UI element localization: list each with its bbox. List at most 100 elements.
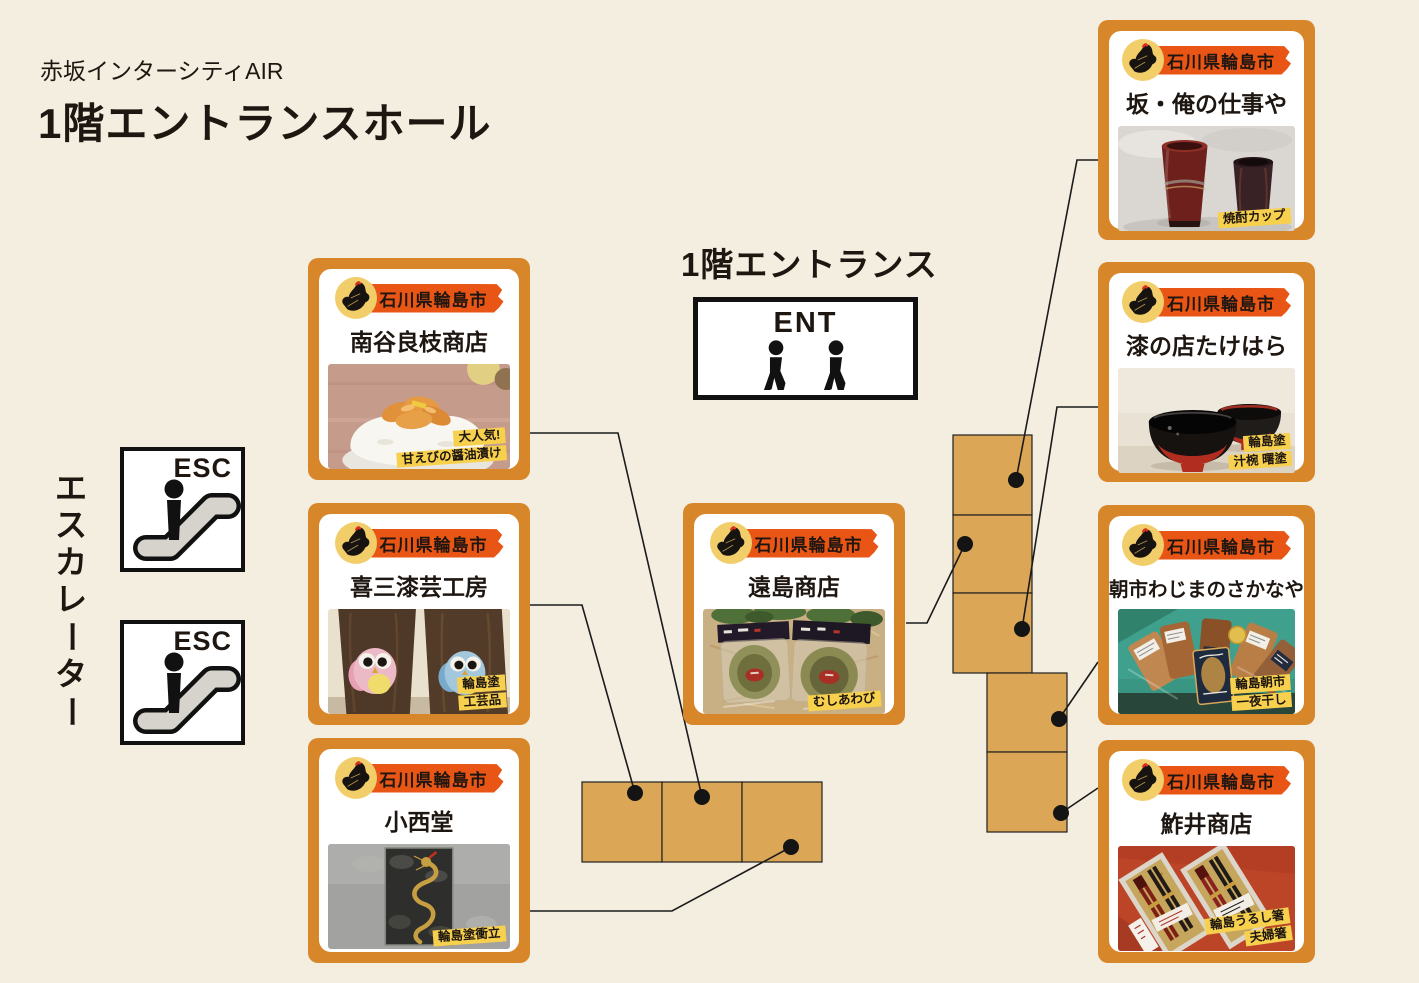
walking-person-icon xyxy=(763,340,785,390)
connector-line xyxy=(530,846,792,912)
ishikawa-map-icon xyxy=(1122,759,1164,801)
entrance-label: 1階エントランス xyxy=(681,246,938,283)
shop-name: 小西堂 xyxy=(384,809,454,835)
vendor-card-body: 石川県輪島市 鮓井商店 xyxy=(1109,751,1304,952)
vendor-card-konishido: 石川県輪島市 小西堂 xyxy=(308,738,530,963)
connector-line xyxy=(1021,406,1098,630)
vendor-card-body: 石川県輪島市 坂・俺の仕事や xyxy=(1109,31,1304,231)
region-badge-label: 石川県輪島市 xyxy=(367,283,504,313)
vendor-card-body: 石川県輪島市 遠島商店 xyxy=(694,514,894,714)
shop-name: 漆の店たけはら xyxy=(1126,333,1287,359)
photo-steamed-abalone xyxy=(703,609,885,714)
product-tag: 輪島塗 xyxy=(457,674,506,694)
region-badge: 石川県輪島市 xyxy=(1122,39,1291,81)
ishikawa-map-icon xyxy=(334,757,377,799)
region-badge: 石川県輪島市 xyxy=(334,277,504,319)
product-photo: むしあわび xyxy=(703,609,885,714)
vendor-card-body: 石川県輪島市 小西堂 xyxy=(319,749,519,952)
entrance-sign: ENT xyxy=(773,307,838,339)
vendor-card-body: 石川県輪島市 南谷良枝商店 xyxy=(319,269,519,469)
booth-square xyxy=(986,751,1068,833)
vendor-card-tojima: 石川県輪島市 遠島商店 xyxy=(683,503,905,725)
connector-line xyxy=(1015,159,1098,481)
escalator-sign: ESC xyxy=(173,626,232,656)
connector-dot xyxy=(694,789,710,805)
connector-lines xyxy=(530,159,1099,912)
photo-chopstick-sets xyxy=(1118,846,1295,951)
region-badge-label: 石川県輪島市 xyxy=(1155,45,1291,75)
connector-line xyxy=(530,604,636,794)
ishikawa-map-icon xyxy=(1122,281,1164,323)
walking-person-icon xyxy=(823,340,845,390)
region-badge-label: 石川県輪島市 xyxy=(1155,287,1291,317)
product-photo: 輪島塗 汁椀 曙塗 xyxy=(1118,368,1295,473)
region-badge-label: 石川県輪島市 xyxy=(1155,765,1291,795)
connector-line xyxy=(906,543,966,624)
region-badge-label: 石川県輪島市 xyxy=(367,528,504,558)
region-badge: 石川県輪島市 xyxy=(709,522,879,564)
ishikawa-map-icon xyxy=(1122,524,1164,566)
product-photo: 大人気! 甘えびの醤油漬け xyxy=(328,364,510,469)
shop-name: 鮓井商店 xyxy=(1160,811,1253,837)
escalator-box: ESC xyxy=(120,447,245,572)
booth-square xyxy=(581,781,663,863)
product-tag: 輪島塗 xyxy=(1242,432,1291,452)
ishikawa-map-icon xyxy=(709,522,752,564)
product-tags: 輪島塗 工芸品 xyxy=(457,674,508,711)
ishikawa-map-icon xyxy=(334,522,377,564)
region-badge-label: 石川県輪島市 xyxy=(367,763,504,793)
region-badge: 石川県輪島市 xyxy=(1122,759,1291,801)
region-badge-label: 石川県輪島市 xyxy=(742,528,879,558)
booth-squares xyxy=(581,434,1068,863)
product-photo: 輪島塗衝立 xyxy=(328,844,510,949)
region-badge: 石川県輪島市 xyxy=(1122,524,1291,566)
vendor-card-minamitani: 石川県輪島市 南谷良枝商店 xyxy=(308,258,530,480)
vendor-card-kisan: 石川県輪島市 喜三漆芸工房 xyxy=(308,503,530,725)
vendor-card-asaichi: 石川県輪島市 朝市わじまのさかなや xyxy=(1098,505,1315,725)
product-tags: 輪島朝市 一夜干し xyxy=(1229,673,1293,712)
product-photo: 輪島うるし箸 夫婦箸 xyxy=(1118,846,1295,951)
entrance-people xyxy=(759,340,853,390)
region-badge: 石川県輪島市 xyxy=(1122,281,1291,323)
shop-name: 喜三漆芸工房 xyxy=(350,574,488,600)
region-badge: 石川県輪島市 xyxy=(334,522,504,564)
shop-name: 遠島商店 xyxy=(748,574,840,600)
connector-dot xyxy=(627,785,643,801)
connector-line xyxy=(530,432,703,798)
region-badge-label: 石川県輪島市 xyxy=(1155,530,1291,560)
connector-dots xyxy=(627,472,1069,855)
product-photo: 輪島塗 工芸品 xyxy=(328,609,510,714)
shop-name: 南谷良枝商店 xyxy=(350,329,488,355)
ishikawa-map-icon xyxy=(1122,39,1164,81)
ishikawa-map-icon xyxy=(334,277,377,319)
vendor-card-body: 石川県輪島市 朝市わじまのさかなや xyxy=(1109,516,1304,714)
product-tag: 輪島朝市 xyxy=(1229,673,1291,694)
escalator-sign: ESC xyxy=(173,453,232,483)
connector-dot xyxy=(957,536,973,552)
vendor-card-sushii: 石川県輪島市 鮓井商店 xyxy=(1098,740,1315,963)
booth-square xyxy=(952,514,1033,594)
connector-line xyxy=(1058,661,1099,720)
owl-pink xyxy=(348,648,397,694)
escalator-icon xyxy=(133,652,241,734)
vendor-card-body: 石川県輪島市 漆の店たけはら xyxy=(1109,273,1304,473)
shop-name: 坂・俺の仕事や xyxy=(1126,91,1287,117)
vendor-card-takehara: 石川県輪島市 漆の店たけはら xyxy=(1098,262,1315,482)
region-badge: 石川県輪島市 xyxy=(334,757,504,799)
booth-square xyxy=(741,781,823,863)
connector-dot xyxy=(783,839,799,855)
shop-name: 朝市わじまのさかなや xyxy=(1109,579,1305,601)
page-title: 1階エントランスホール xyxy=(38,100,492,147)
product-tag: 大人気! xyxy=(453,426,506,447)
escalator-label: エスカレーター xyxy=(53,470,90,728)
connector-dot xyxy=(1008,472,1024,488)
escalator-box: ESC xyxy=(120,620,245,745)
photo-shochu-cups xyxy=(1118,126,1295,231)
page-subtitle: 赤坂インターシティAIR xyxy=(40,58,284,84)
entrance-box: ENT xyxy=(693,297,918,400)
product-photo: 輪島朝市 一夜干し xyxy=(1118,609,1295,714)
product-tags: 輪島塗 汁椀 曙塗 xyxy=(1226,432,1293,471)
connector-dot xyxy=(1053,805,1069,821)
